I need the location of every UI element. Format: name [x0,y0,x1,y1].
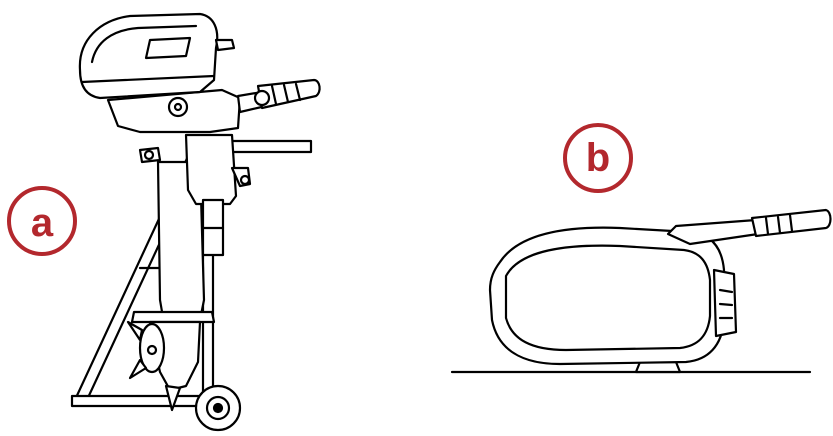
steering-knob-center [173,102,183,112]
friction-knob-cap [143,149,155,161]
throttle-twist-collar [253,89,271,107]
side-cowling-inner [504,244,712,352]
callout-a: a [7,186,77,256]
clamp-bracket [184,133,238,206]
cowl-end-panel [712,268,738,338]
cowl-inner-line [90,24,198,64]
tiller-grip [256,78,321,110]
cowl-latch [214,38,236,52]
skeg [164,384,182,412]
tiller-grip-ridges [270,82,302,106]
side-cowling [488,226,726,366]
motor-on-side-illustration [450,208,832,374]
cowl-badge [144,36,192,60]
callout-a-label: a [31,201,54,245]
side-tiller-arm [666,218,760,246]
callout-b: b [563,123,633,193]
callout-a-ring [7,186,77,256]
anti-ventilation-plate [130,310,216,324]
side-tiller-ridges [764,213,794,236]
callout-b-ring [563,123,633,193]
clamp-screw-knob [239,174,251,186]
motor-on-stand-illustration [70,12,321,432]
propeller [126,320,166,380]
cowl-seam [80,74,216,84]
stand-base-bar [70,394,208,408]
stand-wheel [194,384,242,432]
end-panel-details [718,288,734,320]
callout-b-label: b [586,136,610,180]
